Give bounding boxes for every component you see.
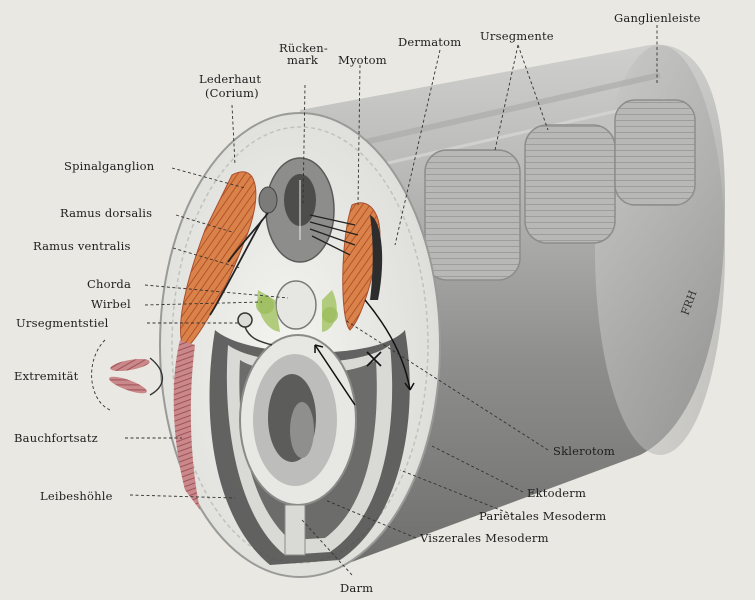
label-extremitaet: Extremität [14, 369, 79, 383]
chorda-notochord [275, 280, 317, 330]
label-ganglienleiste: Ganglienleiste [614, 11, 701, 25]
label-ektoderm: Ektoderm [527, 486, 586, 500]
label-viszerales-mesoderm: Viszerales Mesoderm [419, 531, 549, 545]
label-lederhaut-1: Lederhaut [199, 72, 261, 86]
body-wall-muscle [173, 340, 200, 510]
label-ursegmentstiel: Ursegmentstiel [16, 316, 109, 330]
neural-tube [265, 157, 335, 263]
label-lederhaut-2: (Corium) [205, 86, 259, 100]
label-ramus-ventralis: Ramus ventralis [33, 239, 131, 253]
label-parietales-mesoderm: Parietales Mesoderm [479, 509, 606, 523]
wirbel-sclerotome [256, 290, 338, 332]
ursegment-blocks [424, 99, 696, 281]
arrows [314, 299, 415, 406]
label-leibeshoehle: Leibeshöhle [40, 489, 113, 503]
extremity-bud [91, 339, 164, 411]
label-rueckenmark-1: Rücken- [279, 41, 328, 55]
ursegment-stalk [237, 312, 273, 346]
ramus-nerves [209, 212, 359, 316]
leader-lines [125, 25, 658, 576]
label-chorda: Chorda [87, 277, 131, 291]
label-myotom: Myotom [338, 53, 387, 67]
label-darm: Darm [340, 581, 373, 595]
labels: Ganglienleiste Ursegmente Dermatom Rücke… [14, 11, 701, 595]
label-ursegmente: Ursegmente [480, 29, 554, 43]
label-spinalganglion: Spinalganglion [64, 159, 155, 173]
label-ramus-dorsalis: Ramus dorsalis [60, 206, 152, 220]
label-bauchfortsatz: Bauchfortsatz [14, 431, 98, 445]
label-wirbel: Wirbel [91, 297, 131, 311]
label-rueckenmark-2: mark [287, 53, 319, 67]
spinal-ganglion [258, 186, 278, 214]
label-dermatom: Dermatom [398, 35, 461, 49]
label-sklerotom: Sklerotom [553, 444, 615, 458]
